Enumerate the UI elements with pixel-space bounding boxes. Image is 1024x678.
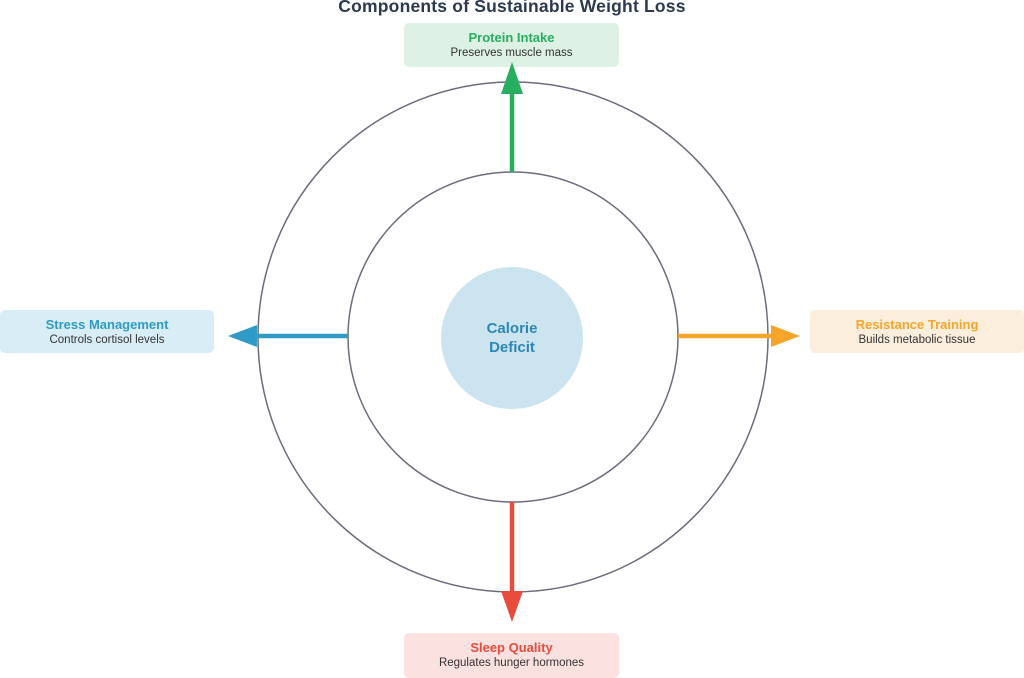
arrow-down-head: [501, 591, 523, 622]
node-protein-intake-description: Preserves muscle mass: [450, 47, 573, 59]
node-stress-management-label: Stress Management: [45, 317, 169, 332]
node-stress-management: Stress Management Controls cortisol leve…: [0, 310, 214, 353]
arrow-up: [501, 62, 523, 172]
center-label-line2: Deficit: [489, 339, 535, 356]
center-label: Calorie Deficit: [432, 319, 592, 357]
arrow-right: [678, 325, 800, 347]
center-label-line1: Calorie: [486, 320, 538, 337]
node-protein-intake-label: Protein Intake: [468, 30, 555, 45]
node-sleep-quality-description: Regulates hunger hormones: [438, 657, 585, 669]
node-resistance-training-label: Resistance Training: [855, 317, 979, 332]
node-resistance-training-description: Builds metabolic tissue: [858, 334, 976, 346]
node-sleep-quality-label: Sleep Quality: [470, 640, 553, 655]
arrow-left: [228, 325, 348, 347]
node-protein-intake: Protein Intake Preserves muscle mass: [404, 23, 619, 67]
diagram-title: Components of Sustainable Weight Loss: [338, 0, 686, 16]
arrow-down: [501, 502, 523, 622]
node-stress-management-description: Controls cortisol levels: [49, 334, 165, 346]
arrow-right-head: [771, 325, 800, 347]
node-sleep-quality: Sleep Quality Regulates hunger hormones: [404, 633, 619, 678]
arrow-left-head: [228, 325, 257, 347]
node-resistance-training: Resistance Training Builds metabolic tis…: [810, 310, 1024, 353]
